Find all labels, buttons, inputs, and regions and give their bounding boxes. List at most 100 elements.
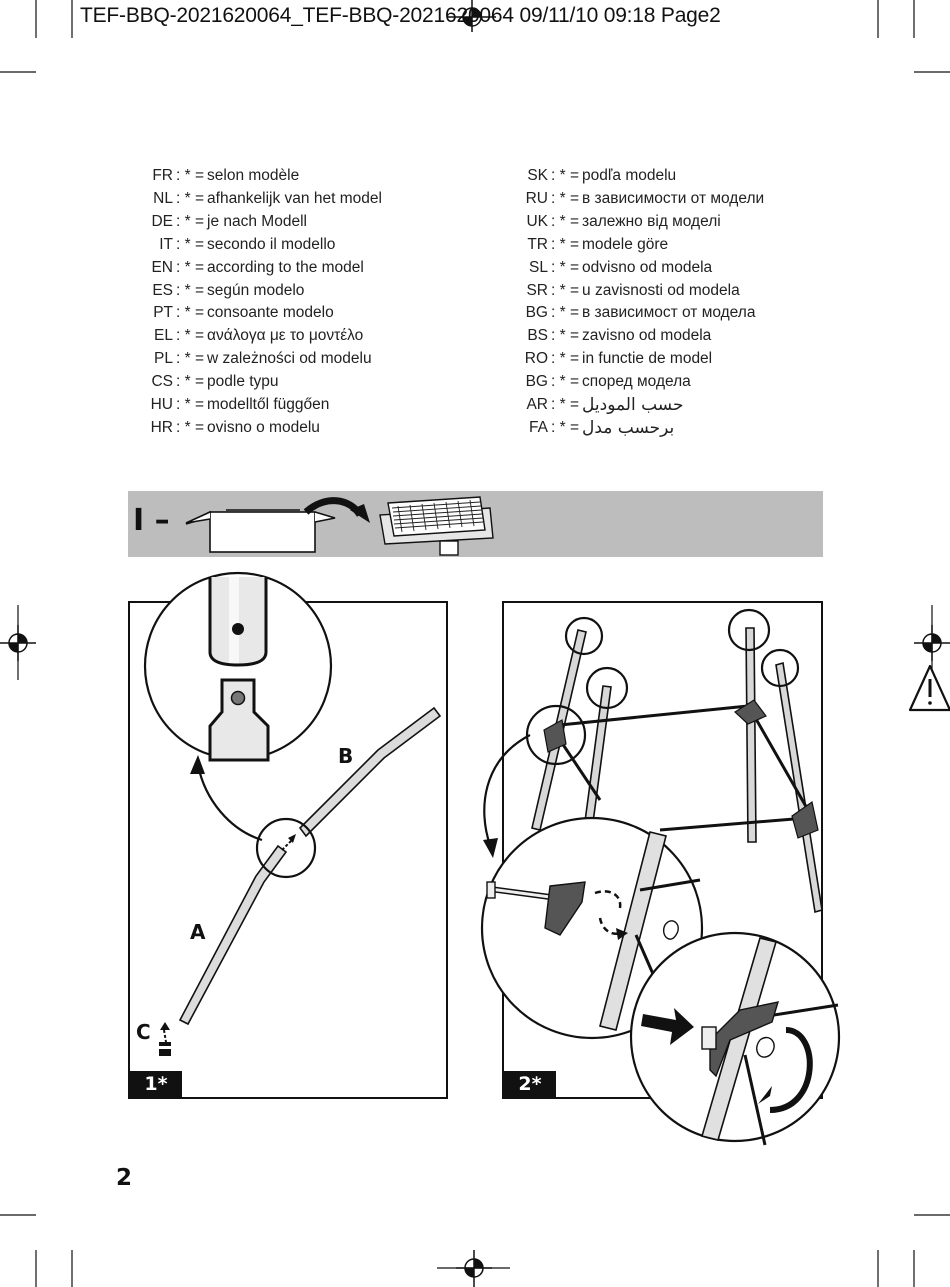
legend-row: CS: * =podle typu bbox=[140, 371, 382, 394]
part-label-a: A bbox=[190, 920, 206, 944]
legend-row: PL: * =w zależności od modelu bbox=[140, 348, 382, 371]
lang-code: BS bbox=[527, 327, 548, 345]
lang-code: BG bbox=[525, 373, 548, 391]
curved-arrow-icon bbox=[303, 497, 370, 523]
legend-sep: : * = bbox=[176, 212, 205, 230]
legend-sep: : * = bbox=[551, 418, 580, 436]
legend-text: залежно від моделі bbox=[582, 212, 721, 230]
lang-code: BG bbox=[525, 304, 548, 322]
legend-text: حسب الموديل bbox=[582, 395, 684, 416]
legend-row: BG: * =според модела bbox=[515, 371, 764, 394]
legend-text: según modelo bbox=[207, 281, 305, 299]
legend-text: podľa modelu bbox=[582, 167, 677, 184]
legend-sep: : * = bbox=[176, 167, 205, 184]
legend-text: zavisno od modela bbox=[582, 327, 712, 345]
legend-sep: : * = bbox=[176, 373, 205, 391]
legend-row: FR: * =selon modèle bbox=[140, 165, 382, 188]
lang-code: HR bbox=[150, 418, 173, 436]
legend-sep: : * = bbox=[176, 281, 205, 299]
part-label-b: B bbox=[338, 744, 354, 768]
legend-row: BG: * =в зависимост от модела bbox=[515, 302, 764, 325]
legend-sep: : * = bbox=[551, 167, 580, 184]
legend-text: برحسب مدل bbox=[582, 417, 675, 438]
legend-row: FA: * =برحسب مدل bbox=[515, 417, 764, 440]
legend-text: modele göre bbox=[582, 235, 669, 253]
legend-row: RO: * =in functie de model bbox=[515, 348, 764, 371]
legend-text: ανάλογα με το μοντέλο bbox=[207, 327, 364, 345]
legend-text: ovisno o modelu bbox=[207, 418, 320, 436]
box-icon bbox=[185, 509, 336, 553]
legend-text: odvisno od modela bbox=[582, 258, 713, 276]
lang-code: SK bbox=[527, 167, 548, 184]
legend-sep: : * = bbox=[176, 396, 205, 414]
legend-row: EL: * =ανάλογα με το μοντέλο bbox=[140, 325, 382, 348]
legend-row: SR: * =u zavisnosti od modela bbox=[515, 280, 764, 303]
legend-row: DE: * =je nach Modell bbox=[140, 211, 382, 234]
lang-code: SL bbox=[529, 258, 548, 276]
legend-right: SK: * =podľa modelu RU: * =в зависимости… bbox=[515, 165, 764, 440]
legend-sep: : * = bbox=[176, 189, 205, 207]
lang-code: AR bbox=[526, 396, 548, 414]
page-number: 2 bbox=[116, 1165, 133, 1191]
legend-sep: : * = bbox=[551, 258, 580, 276]
legend-text: in functie de model bbox=[582, 350, 713, 368]
lang-code: DE bbox=[151, 212, 173, 230]
legend-sep: : * = bbox=[551, 235, 580, 253]
legend-text: podle typu bbox=[207, 373, 279, 391]
legend-sep: : * = bbox=[551, 189, 580, 207]
legend-row: NL: * =afhankelijk van het model bbox=[140, 188, 382, 211]
lang-code: RO bbox=[524, 350, 548, 368]
legend-row: EN: * =according to the model bbox=[140, 257, 382, 280]
legend-text: afhankelijk van het model bbox=[207, 189, 382, 207]
step-2-badge: 2* bbox=[504, 1071, 556, 1097]
legend-text: je nach Modell bbox=[207, 212, 307, 230]
grill-icon bbox=[379, 496, 494, 556]
lang-code: FA bbox=[529, 418, 548, 436]
lang-code: PT bbox=[153, 304, 173, 322]
legend-row: ES: * =según modelo bbox=[140, 280, 382, 303]
lang-code: FR bbox=[152, 167, 173, 184]
legend-row: AR: * =حسب الموديل bbox=[515, 394, 764, 417]
legend-sep: : * = bbox=[176, 235, 205, 253]
legend-sep: : * = bbox=[551, 350, 580, 368]
legend-sep: : * = bbox=[176, 350, 205, 368]
legend-text: according to the model bbox=[207, 258, 364, 276]
lang-code: CS bbox=[151, 373, 173, 391]
legend-sep: : * = bbox=[176, 304, 205, 322]
legend-text: u zavisnosti od modela bbox=[582, 281, 740, 299]
legend-row: TR: * =modele göre bbox=[515, 234, 764, 257]
legend-sep: : * = bbox=[551, 373, 580, 391]
lang-code: TR bbox=[527, 235, 548, 253]
legend-sep: : * = bbox=[551, 212, 580, 230]
screw-icon bbox=[157, 1022, 173, 1056]
lang-code: HU bbox=[150, 396, 173, 414]
legend-text: в зависимости от модели bbox=[582, 189, 765, 207]
legend-text: modelltől függően bbox=[207, 396, 330, 414]
part-label-c: C bbox=[136, 1020, 151, 1044]
legend-text: w zależności od modelu bbox=[207, 350, 372, 368]
lang-code: EL bbox=[154, 327, 173, 345]
tube-lower-icon bbox=[208, 678, 270, 762]
lang-code: NL bbox=[153, 189, 173, 207]
lang-code: RU bbox=[525, 189, 548, 207]
lang-code: EN bbox=[151, 258, 173, 276]
legend-left: FR: * =selon modèle NL: * =afhankelijk v… bbox=[140, 165, 382, 440]
legend-row: RU: * =в зависимости от модели bbox=[515, 188, 765, 211]
legend-row: HR: * =ovisno o modelu bbox=[140, 417, 382, 440]
lang-code: IT bbox=[159, 235, 173, 253]
legend-text: selon modèle bbox=[207, 167, 300, 184]
legend-row: HU: * =modelltől függően bbox=[140, 394, 382, 417]
legend-text: според модела bbox=[582, 373, 691, 391]
legend-text: consoante modelo bbox=[207, 304, 334, 322]
legend-row: SL: * =odvisno od modela bbox=[515, 257, 764, 280]
step-1-badge: 1* bbox=[130, 1071, 182, 1097]
legend-sep: : * = bbox=[551, 304, 580, 322]
legend-sep: : * = bbox=[176, 258, 205, 276]
legend-row: UK: * =залежно від моделі bbox=[515, 211, 764, 234]
